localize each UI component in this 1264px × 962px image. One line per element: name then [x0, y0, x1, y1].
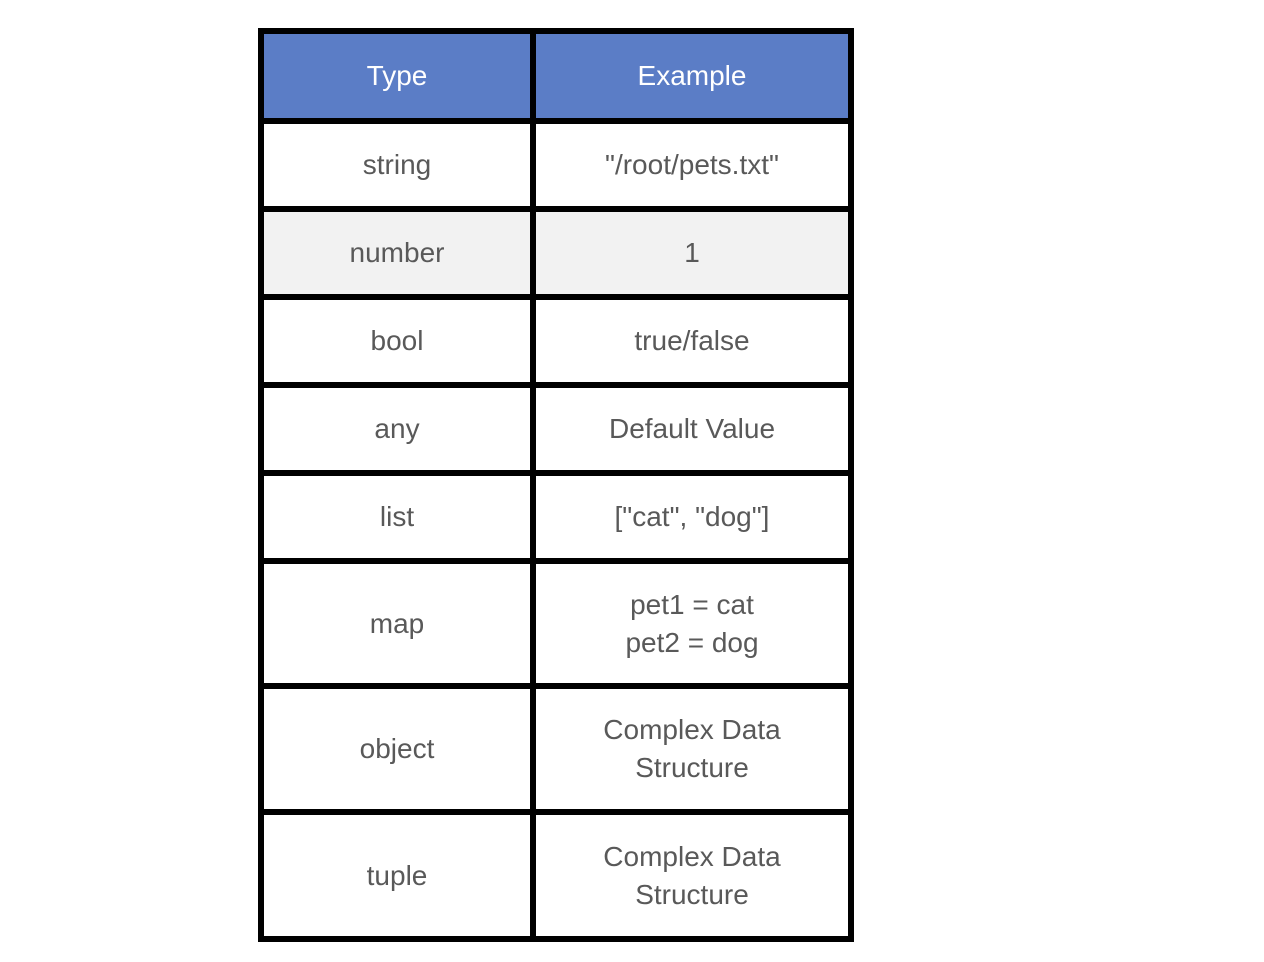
example-cell: Complex Data Structure	[530, 809, 854, 942]
type-example-table: Type Example string "/root/pets.txt" num…	[258, 28, 854, 942]
type-cell: object	[258, 683, 536, 815]
example-cell: Complex Data Structure	[530, 683, 854, 815]
type-cell: bool	[258, 294, 536, 388]
example-column-header: Example	[530, 28, 854, 124]
table-row-any: any Default Value	[258, 382, 854, 476]
table-row-number: number 1	[258, 206, 854, 300]
table-row-bool: bool true/false	[258, 294, 854, 388]
example-cell: 1	[530, 206, 854, 300]
table-row-string: string "/root/pets.txt"	[258, 118, 854, 212]
type-example-table-container: Type Example string "/root/pets.txt" num…	[258, 28, 854, 942]
type-cell: string	[258, 118, 536, 212]
table-row-tuple: tuple Complex Data Structure	[258, 809, 854, 942]
type-column-header: Type	[258, 28, 536, 124]
header-row: Type Example	[258, 28, 854, 124]
example-cell: true/false	[530, 294, 854, 388]
example-cell: pet1 = cat pet2 = dog	[530, 558, 854, 689]
table-row-object: object Complex Data Structure	[258, 683, 854, 815]
table-row-map: map pet1 = cat pet2 = dog	[258, 558, 854, 689]
table-row-list: list ["cat", "dog"]	[258, 470, 854, 564]
type-cell: map	[258, 558, 536, 689]
type-cell: tuple	[258, 809, 536, 942]
type-cell: list	[258, 470, 536, 564]
example-cell: Default Value	[530, 382, 854, 476]
type-cell: any	[258, 382, 536, 476]
type-cell: number	[258, 206, 536, 300]
example-cell: "/root/pets.txt"	[530, 118, 854, 212]
example-cell: ["cat", "dog"]	[530, 470, 854, 564]
